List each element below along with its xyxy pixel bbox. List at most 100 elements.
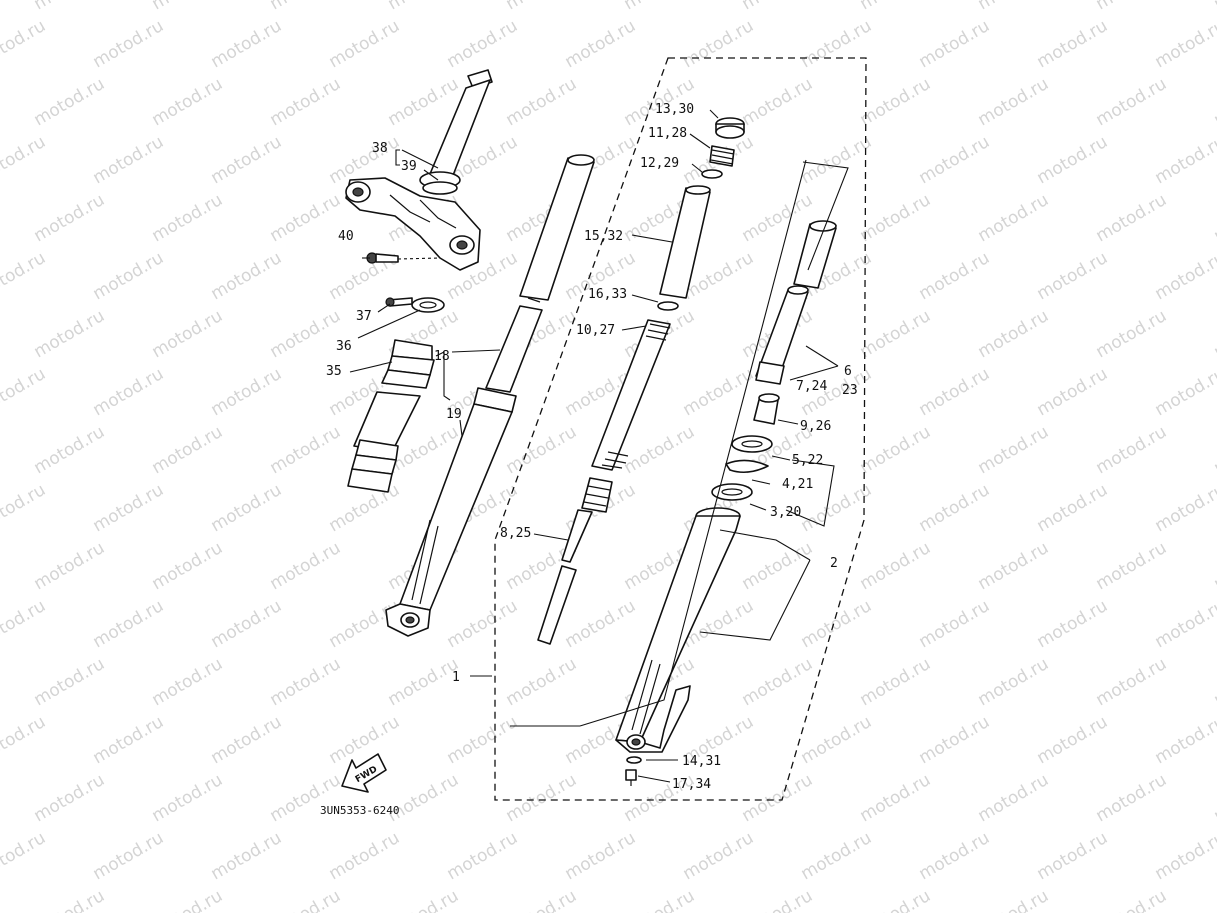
watermark-text: motod.ru (975, 770, 1053, 826)
dust-seal (711, 483, 753, 501)
watermark-text: motod.ru (326, 712, 404, 768)
watermark-text: motod.ru (916, 364, 994, 420)
watermark-text: motod.ru (1034, 480, 1112, 536)
watermark-text: motod.ru (90, 596, 168, 652)
watermark-text: motod.ru (857, 422, 935, 478)
watermark-text: motod.ru (975, 0, 1053, 14)
callout-17-34: 17,34 (672, 777, 711, 792)
bolt-and-washer (385, 297, 445, 313)
watermark-text: motod.ru (1093, 538, 1171, 594)
spring-seat (709, 145, 735, 167)
watermark-text: motod.ru (208, 132, 286, 188)
watermark-text: motod.ru (267, 886, 345, 913)
watermark-text: motod.ru (31, 306, 109, 362)
watermark-text: motod.ru (31, 770, 109, 826)
watermark-text: motod.ru (1152, 364, 1217, 420)
watermark-text: motod.ru (975, 654, 1053, 710)
watermark-text: motod.ru (916, 248, 994, 304)
watermark-text: motod.ru (916, 828, 994, 884)
watermark-text: motod.ru (1034, 132, 1112, 188)
watermark-text: motod.ru (621, 886, 699, 913)
callout-8-25: 8,25 (500, 526, 531, 541)
watermark-text: motod.ru (31, 422, 109, 478)
callout-16-33: 16,33 (588, 287, 627, 302)
callout-37: 37 (356, 309, 372, 324)
watermark-text: motod.ru (1034, 364, 1112, 420)
watermark-text: motod.ru (975, 74, 1053, 130)
watermark-text: motod.ru (267, 654, 345, 710)
damper-rod (537, 477, 613, 645)
steering-stem (345, 69, 493, 271)
watermark-text: motod.ru (857, 306, 935, 362)
callout-7-24: 7,24 (796, 379, 827, 394)
oil-seal (731, 435, 773, 453)
watermark-text: motod.ru (798, 828, 876, 884)
leader-lines (349, 109, 849, 783)
watermark-text: motod.ru (149, 654, 227, 710)
diagram-code: 3UN5353-6240 (320, 804, 399, 817)
watermark-text: motod.ru (208, 248, 286, 304)
watermark-text: motod.ru (149, 770, 227, 826)
watermark-text: motod.ru (916, 132, 994, 188)
watermark-text: motod.ru (444, 828, 522, 884)
watermark-text: motod.ru (0, 480, 49, 536)
watermark-text: motod.ru (90, 16, 168, 72)
watermark-text: motod.ru (562, 596, 640, 652)
retaining-clip (725, 459, 769, 474)
callout-10-27: 10,27 (576, 323, 615, 338)
cap-bolt (715, 117, 745, 139)
watermark-text: motod.ru (503, 422, 581, 478)
watermark-text: motod.ru (149, 190, 227, 246)
o-ring (701, 169, 723, 179)
watermark-text: motod.ru (0, 248, 49, 304)
watermark-text: motod.ru (0, 132, 49, 188)
watermark-text: motod.ru (267, 306, 345, 362)
callout-18: 18 (434, 349, 450, 364)
watermark-text: motod.ru (444, 596, 522, 652)
watermark-text: motod.ru (562, 828, 640, 884)
watermark-text: motod.ru (267, 190, 345, 246)
watermark-text: motod.ru (1034, 248, 1112, 304)
right-inner-tube (755, 220, 837, 385)
watermark-text: motod.ru (1034, 828, 1112, 884)
callout-23: 23 (842, 383, 858, 398)
watermark-text: motod.ru (739, 654, 817, 710)
watermark-text: motod.ru (975, 306, 1053, 362)
watermark-text: motod.ru (503, 74, 581, 130)
watermark-text: motod.ru (149, 886, 227, 913)
watermark-text: motod.ru (1211, 538, 1217, 594)
callout-35: 35 (326, 364, 342, 379)
watermark-text: motod.ru (503, 770, 581, 826)
watermark-text: motod.ru (975, 538, 1053, 594)
pinch-bolt (366, 252, 441, 264)
watermark-text: motod.ru (267, 0, 345, 14)
watermark-text: motod.ru (739, 74, 817, 130)
watermark-text: motod.ru (208, 16, 286, 72)
watermark-text: motod.ru (0, 364, 49, 420)
watermark-text: motod.ru (1034, 596, 1112, 652)
assembly-boundary-dashed (494, 57, 867, 801)
watermark-text: motod.ru (1093, 0, 1171, 14)
watermark-text: motod.ru (857, 886, 935, 913)
watermark-text: motod.ru (1093, 886, 1171, 913)
watermark-text: motod.ru (798, 712, 876, 768)
watermark-text: motod.ru (208, 480, 286, 536)
watermark-text: motod.ru (385, 0, 463, 14)
callout-1: 1 (452, 670, 460, 685)
watermark-text: motod.ru (503, 886, 581, 913)
callout-38: 38 (372, 141, 388, 156)
watermark-text: motod.ru (1211, 306, 1217, 362)
watermark-text: motod.ru (1211, 190, 1217, 246)
callout-40: 40 (338, 229, 354, 244)
watermark-text: motod.ru (385, 654, 463, 710)
watermark-text: motod.ru (208, 712, 286, 768)
right-outer-tube (615, 507, 741, 753)
watermark-text: motod.ru (975, 422, 1053, 478)
watermark-text: motod.ru (385, 74, 463, 130)
watermark-text: motod.ru (680, 16, 758, 72)
watermark-text: motod.ru (1152, 132, 1217, 188)
watermark-text: motod.ru (90, 712, 168, 768)
watermark-text: motod.ru (739, 770, 817, 826)
